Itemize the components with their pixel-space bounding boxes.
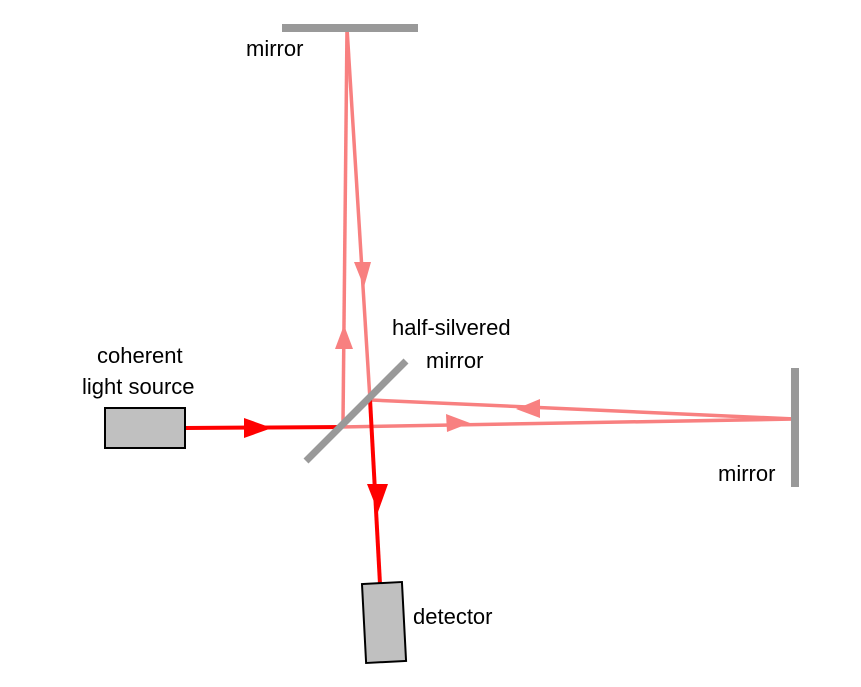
beam-from-top-mirror [345,27,372,401]
light-source-label-line2: light source [82,374,195,399]
main-beams [185,398,388,585]
beam-to-right-mirror [339,417,796,429]
half-silvered-mirror-label-line2: mirror [426,348,483,373]
arrow-left-returning [516,399,540,418]
arrow-source-beam [244,418,272,438]
beam-to-top-mirror [341,27,349,423]
arrow-right-outgoing [446,414,470,432]
arrow-down-returning [354,262,371,287]
coherent-light-source [104,407,186,449]
detector-body [360,580,408,665]
arrow-up-outgoing [335,325,353,349]
arrow-detector-beam [367,484,388,512]
split-beams [335,27,796,432]
detector-label: detector [413,604,493,629]
beam-from-right-mirror [370,398,796,421]
detector [360,580,408,665]
top-mirror-label: mirror [246,36,303,61]
half-silvered-mirror-label-line1: half-silvered [392,315,511,340]
half-silvered-mirror [303,358,409,464]
right-mirror-label: mirror [718,461,775,486]
light-source-label-line1: coherent [97,343,183,368]
mirrors [282,24,799,487]
